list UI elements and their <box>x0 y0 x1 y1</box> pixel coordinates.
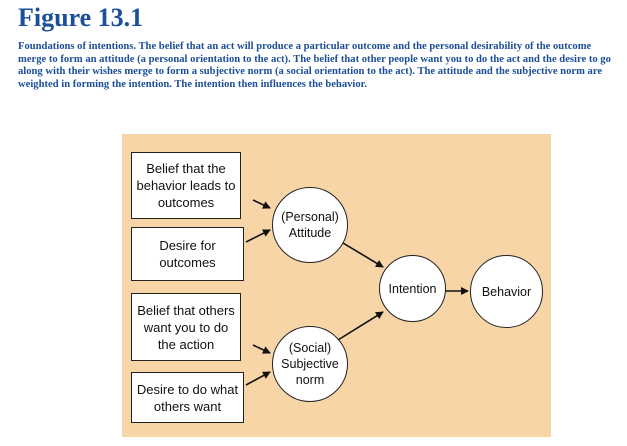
arrow-desire-others-to-norm <box>245 371 271 386</box>
node-intention: Intention <box>379 255 446 322</box>
box-desire-others: Desire to do what others want <box>131 372 244 423</box>
node-behavior: Behavior <box>470 255 543 328</box>
node-behavior-label: Behavior <box>481 284 532 299</box>
arrow-belief-others-to-norm <box>252 344 271 354</box>
arrow-norm-to-intention <box>337 311 384 341</box>
node-attitude-label: (Personal) Attitude <box>281 210 339 240</box>
box-desire-others-label: Desire to do what others want <box>136 381 239 414</box>
figure-caption: Foundations of intentions. The belief th… <box>18 41 611 90</box>
node-attitude: (Personal) Attitude <box>272 187 348 263</box>
figure-title: Figure 13.1 <box>18 3 144 32</box>
box-belief-outcomes-label: Belief that the behavior leads to outcom… <box>136 161 236 210</box>
node-subjective-norm-label: (Social) Subjective norm <box>281 341 339 387</box>
node-subjective-norm: (Social) Subjective norm <box>272 326 348 402</box>
box-belief-outcomes: Belief that the behavior leads to outcom… <box>131 152 241 219</box>
arrow-belief-to-attitude <box>252 199 271 209</box>
box-belief-others: Belief that others want you to do the ac… <box>131 293 241 361</box>
box-desire-outcomes-label: Desire for outcomes <box>159 238 216 270</box>
arrow-desire-to-attitude <box>245 229 271 243</box>
box-desire-outcomes: Desire for outcomes <box>131 227 244 281</box>
arrow-attitude-to-intention <box>337 239 384 268</box>
node-intention-label: Intention <box>388 281 437 296</box>
box-belief-others-label: Belief that others want you to do the ac… <box>137 302 235 352</box>
